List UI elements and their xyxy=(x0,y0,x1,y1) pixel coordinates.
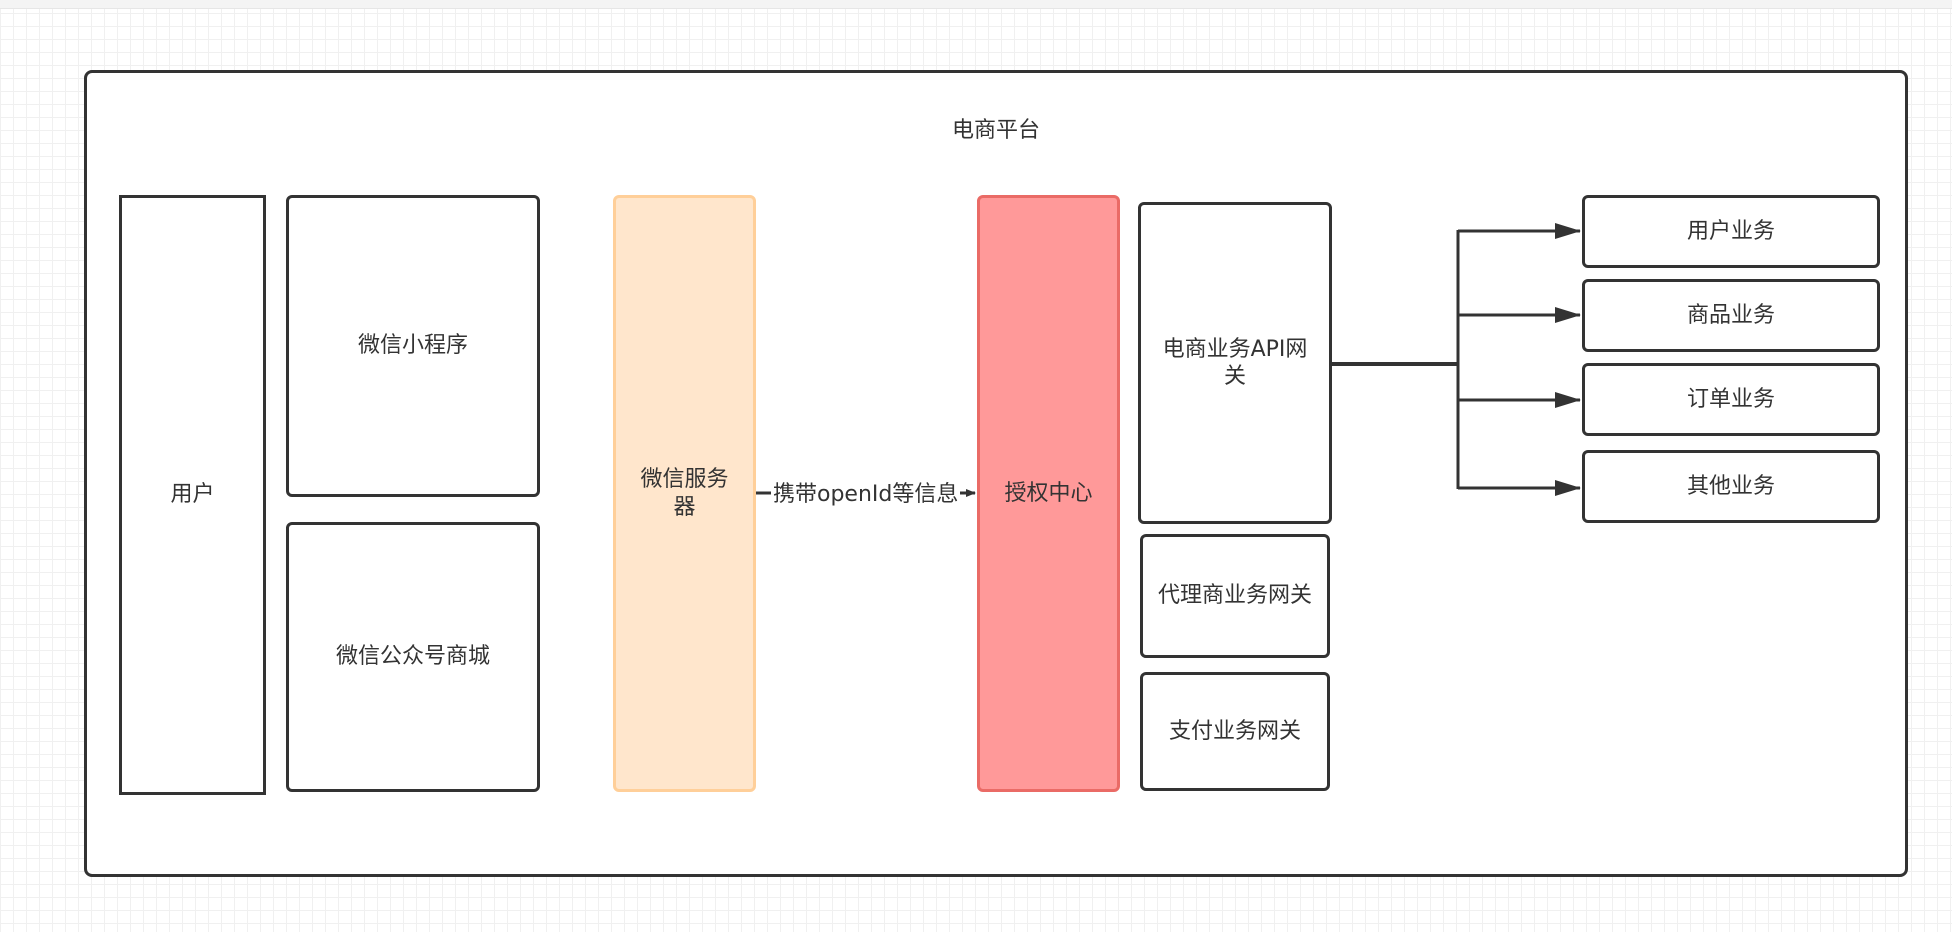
payment-gateway-node[interactable]: 支付业务网关 xyxy=(1140,672,1330,791)
edge-label-openid: 携带openId等信息 xyxy=(771,478,961,512)
wechat-official-mall-node[interactable]: 微信公众号商城 xyxy=(286,522,540,792)
ecommerce-api-gateway-node[interactable]: 电商业务API网关 xyxy=(1138,202,1332,524)
canvas-top-bar xyxy=(0,0,1952,9)
wechat-mini-program-node[interactable]: 微信小程序 xyxy=(286,195,540,497)
agent-gateway-node[interactable]: 代理商业务网关 xyxy=(1140,534,1330,658)
order-service-node[interactable]: 订单业务 xyxy=(1582,363,1880,436)
wechat-server-node[interactable]: 微信服务器 xyxy=(613,195,756,792)
auth-center-node[interactable]: 授权中心 xyxy=(977,195,1120,792)
user-service-node[interactable]: 用户业务 xyxy=(1582,195,1880,268)
platform-title: 电商平台 xyxy=(951,118,1040,143)
user-node[interactable]: 用户 xyxy=(119,195,266,795)
other-service-node[interactable]: 其他业务 xyxy=(1582,450,1880,523)
goods-service-node[interactable]: 商品业务 xyxy=(1582,279,1880,352)
